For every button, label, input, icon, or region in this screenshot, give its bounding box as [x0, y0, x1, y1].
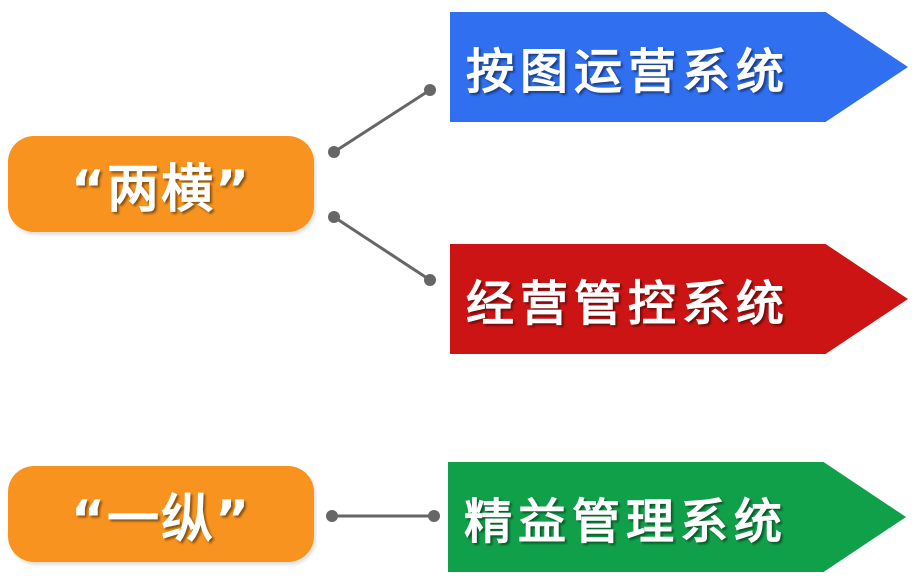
connector-dot [326, 510, 338, 522]
system-arrow-lean: 精益管理系统 [448, 462, 906, 572]
system-arrow-control: 经营管控系统 [450, 244, 908, 354]
group-horizontal-label: “两横” [8, 136, 314, 232]
connector-dot [328, 146, 340, 158]
connector-dot [328, 211, 340, 223]
connector-dot [428, 510, 440, 522]
connector-dot [424, 274, 436, 286]
group-vertical-label: “一纵” [8, 466, 314, 562]
connector-horizontal-bottom [333, 215, 431, 282]
connector-dot [424, 84, 436, 96]
system-arrow-operation: 按图运营系统 [450, 12, 908, 122]
connector-horizontal-top [333, 88, 431, 154]
